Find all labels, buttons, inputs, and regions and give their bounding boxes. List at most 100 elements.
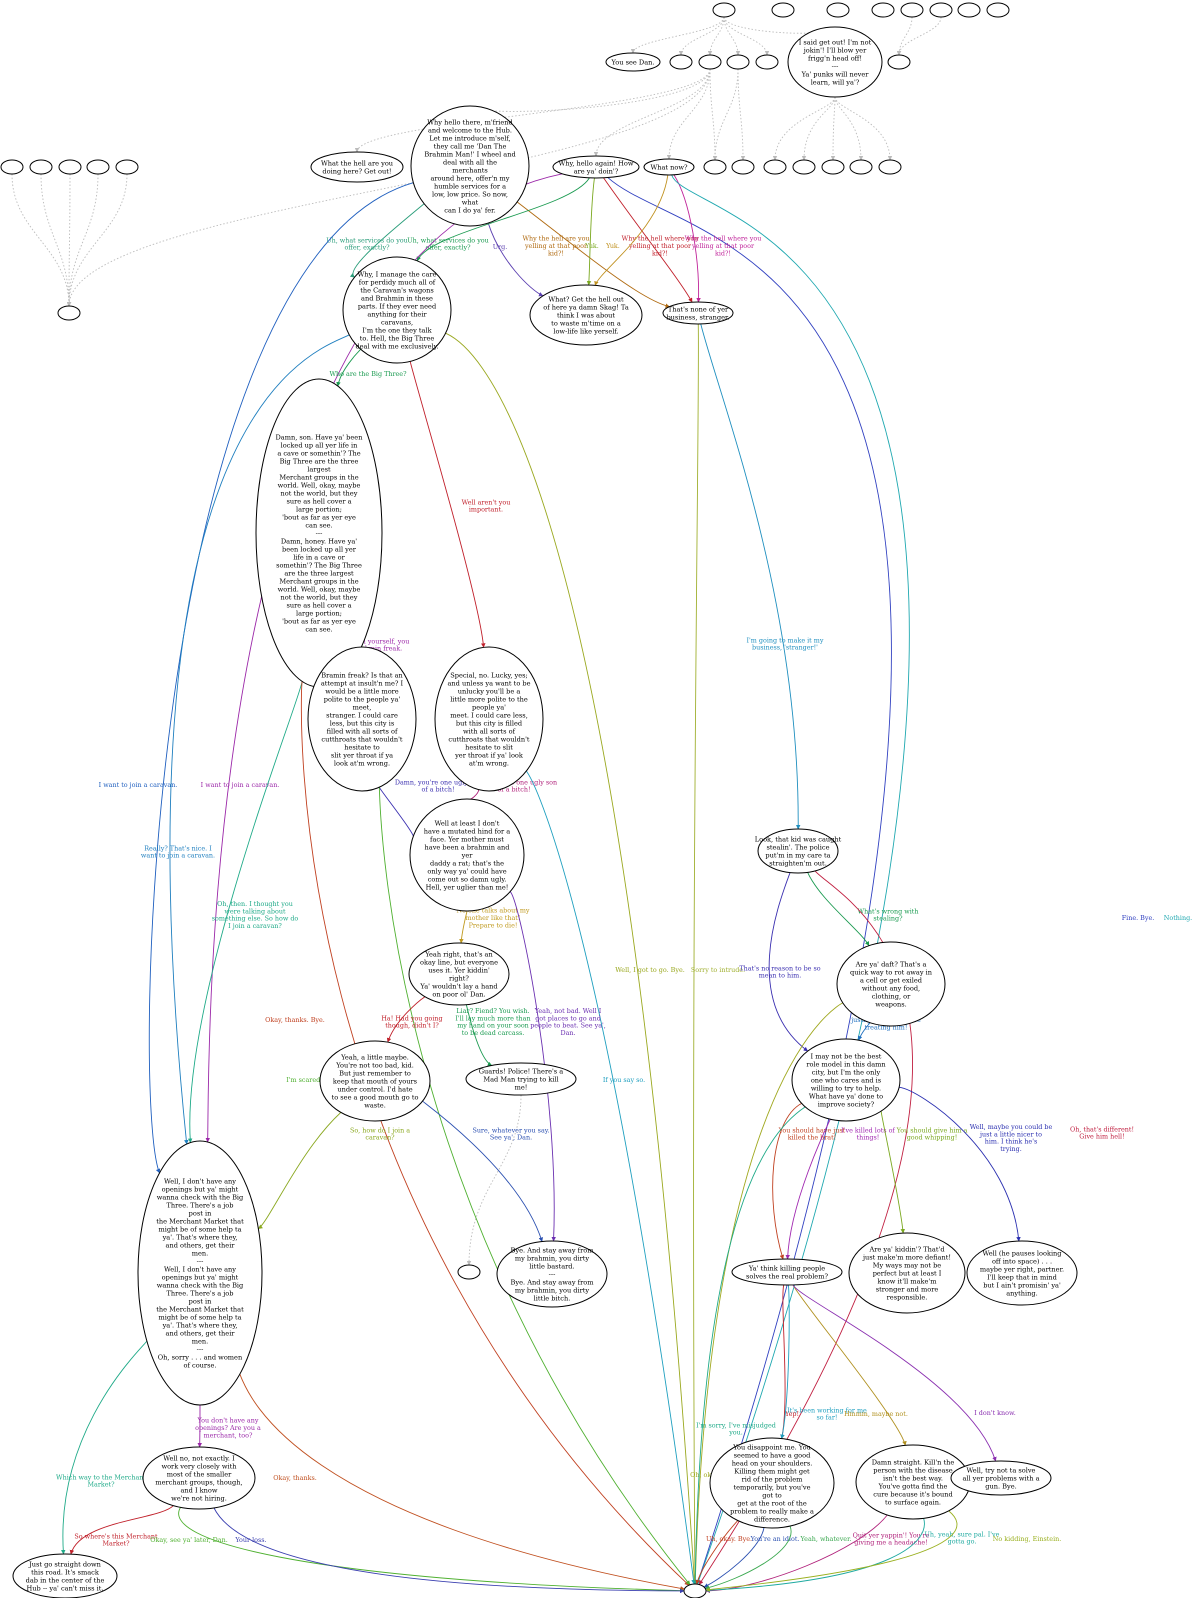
node-top7[interactable] [957,2,981,18]
edge-label-line: I'm sorry, I've misjudged [696,1421,776,1429]
node-text-line: but this city is filled [456,719,523,727]
node-r3c[interactable] [763,159,787,175]
node-text-line: anything. [1006,1289,1037,1297]
node-r3e[interactable] [821,159,845,175]
node-l3[interactable] [58,159,82,175]
edge-none-of-yer-to-end: Sorry to intrude. [691,323,745,1585]
node-text-line: Merchant groups in the [279,473,358,481]
node-r2e[interactable] [887,54,911,70]
node-r3a[interactable] [703,159,727,175]
node-r2b[interactable] [698,54,722,70]
node-what-now[interactable]: What now? [643,158,695,176]
node-r2d[interactable] [755,54,779,70]
node-l1[interactable] [0,159,24,175]
node-text-line: 'bout as far as yer eye [282,513,356,521]
edge-label-line: trying. [1000,1145,1022,1153]
node-r3f[interactable] [849,159,873,175]
edge-label-line: Why the hell are you [522,235,589,243]
edge-line [772,1102,802,1260]
node-r2c[interactable] [726,54,750,70]
node-text-line: deal with all the [443,158,497,166]
node-ellipse [698,54,722,70]
edge-line [60,1340,148,1555]
node-text-line: they call me 'Dan The [434,142,507,150]
node-top4[interactable] [871,2,895,18]
node-text-line: are the three largest [284,569,354,577]
node-text-line: improve society? [818,1100,875,1108]
node-ellipse [986,2,1010,18]
edge-label-line: I join a caravan? [228,922,282,930]
node-l5[interactable] [115,159,139,175]
node-r3g[interactable] [878,159,902,175]
node-end[interactable] [683,1583,707,1598]
node-lsink[interactable] [57,305,81,321]
node-top3[interactable] [826,2,850,18]
node-ellipse [836,941,946,1027]
node-l2[interactable] [29,159,53,175]
edge-label-line: Which way to the Merchant [56,1473,146,1481]
node-text-line: 'bout as far as yer eye [282,617,356,625]
node-little-maybe[interactable]: Yeah, a little maybe.You're not too bad,… [319,1040,431,1122]
edge-special-no-to-end: If you say so. [525,770,696,1585]
node-r3b[interactable] [731,159,755,175]
edge-line [709,68,718,161]
edge-hello-friend-to-get-hell-out: Urg. [487,222,544,297]
edge-get-out-to-r3c [772,96,836,161]
node-text-line: Are ya' daft? That's a [855,960,927,968]
edge-l4-to-lsink [66,173,99,307]
node-text-line: face. Yer mother must [430,835,504,843]
edge-label-line: so far! [817,1414,838,1422]
node-top6[interactable] [929,2,953,18]
edge-line [630,16,725,54]
edge-label-line: business, 'stranger!' [752,644,818,652]
node-top5[interactable] [900,2,924,18]
edge-label-line: Nothing. [1164,914,1192,922]
node-top8[interactable] [986,2,1010,18]
node-text-line: of course. [184,1361,217,1369]
node-top2[interactable] [771,2,795,18]
node-l4[interactable] [86,159,110,175]
node-you-see-dan[interactable]: You see Dan. [605,52,661,72]
edge-line [239,1373,685,1591]
node-r2a[interactable] [669,54,693,70]
node-r3d[interactable] [792,159,816,175]
node-special-no[interactable]: Special, no. Lucky, yes;and unless ya wa… [434,646,544,792]
edge-line [703,1527,765,1588]
node-root[interactable] [712,2,736,18]
edge-label-line: Quit yer yappin'! You're [853,1531,930,1539]
node-small-sink[interactable] [457,1264,481,1280]
edge-line [422,1100,543,1242]
edge-label-line: Oh, okay. [690,1471,720,1479]
